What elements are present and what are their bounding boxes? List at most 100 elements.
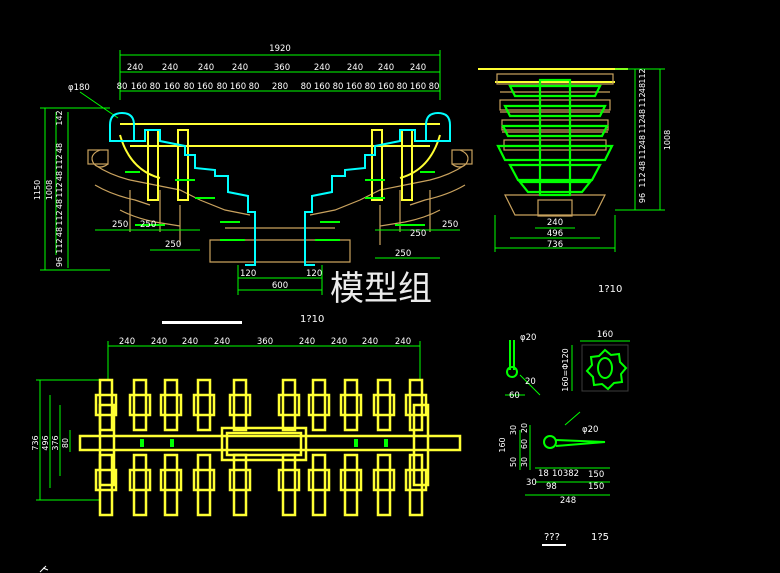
plan-column-cap-7 bbox=[339, 393, 363, 417]
base-dim: 600 bbox=[272, 281, 288, 291]
plan-column-cap-6 bbox=[307, 393, 331, 417]
detail3-dim-20: 20 bbox=[520, 423, 529, 433]
elevation-sub-span-15: 160 bbox=[378, 82, 394, 92]
bottom-dim-250-c: 250 bbox=[165, 240, 181, 250]
plan-top-span-3: 240 bbox=[214, 337, 230, 347]
elevation-top-span-1: 240 bbox=[162, 63, 178, 73]
plan-top-span-7: 240 bbox=[362, 337, 378, 347]
plan-dim-lines bbox=[36, 341, 421, 501]
detail3-dim-60: 60 bbox=[520, 439, 529, 449]
elevation-sub-span-17: 160 bbox=[410, 82, 426, 92]
elevation-sub-span-8: 80 bbox=[249, 82, 260, 92]
detail1-dim-b: 60 bbox=[509, 391, 520, 401]
elevation-top-span-3: 240 bbox=[232, 63, 248, 73]
detail-nail bbox=[543, 435, 606, 449]
plan-column-foot-3 bbox=[192, 468, 216, 492]
detail3-dim-98: 98 bbox=[546, 482, 557, 492]
elevation-top-span-6: 240 bbox=[347, 63, 363, 73]
detail3-dim-50: 50 bbox=[509, 457, 518, 467]
detail3-dim-30b: 30 bbox=[520, 457, 529, 467]
side-right-dim-7: 48 bbox=[638, 161, 647, 171]
elevation-sub-span-0: 80 bbox=[117, 82, 128, 92]
plan-left-dim-2: 376 bbox=[51, 435, 60, 450]
plan-column-foot-8 bbox=[372, 468, 396, 492]
plan-top-span-5: 240 bbox=[299, 337, 315, 347]
side-dim-736: 736 bbox=[547, 240, 563, 250]
plan-column-8-lower bbox=[376, 453, 392, 517]
plan-column-cap-1 bbox=[128, 393, 152, 417]
detail-drawings: φ20 20 60 160 160=Φ120 φ20 160 bbox=[498, 330, 630, 546]
plan-left-dim-0: 736 bbox=[31, 435, 40, 450]
detail3-dim-248: 248 bbox=[560, 496, 576, 506]
plan-column-6-lower bbox=[311, 453, 327, 517]
plan-column-1-lower bbox=[132, 453, 148, 517]
elevation-sub-span-3: 160 bbox=[164, 82, 180, 92]
elevation-title-bar bbox=[162, 321, 242, 324]
plan-column-cap-4 bbox=[228, 393, 252, 417]
plan-column-cap-8 bbox=[372, 393, 396, 417]
elevation-left-dim-2: 112 bbox=[55, 154, 64, 169]
post-dim-right: 120 bbox=[306, 269, 322, 279]
elevation-inner-height: 1008 bbox=[45, 180, 54, 200]
detail2-side-dim: 160=Φ120 bbox=[561, 348, 570, 392]
elevation-sub-span-2: 80 bbox=[150, 82, 161, 92]
elevation-sub-span-18: 80 bbox=[429, 82, 440, 92]
elevation-left-dim-6: 112 bbox=[55, 210, 64, 225]
bottom-dim-250-e: 250 bbox=[410, 229, 426, 239]
bottom-dim-250-a: 250 bbox=[112, 220, 128, 230]
side-green-tiers bbox=[496, 78, 614, 197]
plan-column-foot-5 bbox=[277, 468, 301, 492]
side-right-dim-3: 48 bbox=[638, 109, 647, 119]
detail3-dim-lines bbox=[519, 411, 610, 496]
plan-column-cap-2 bbox=[159, 393, 183, 417]
plan-top-span-1: 240 bbox=[151, 337, 167, 347]
bracket-cyan-outline bbox=[109, 111, 451, 266]
plan-left-dim-3: 80 bbox=[61, 438, 70, 448]
detail3-dim-160: 160 bbox=[498, 437, 507, 452]
side-right-dim-2: 112 bbox=[638, 92, 647, 107]
elevation-left-dim-7: 48 bbox=[55, 227, 64, 237]
side-right-dim-9: 96 bbox=[638, 193, 647, 203]
elevation-sub-span-5: 160 bbox=[197, 82, 213, 92]
elevation-sub-span-10: 80 bbox=[301, 82, 312, 92]
plan-column-3-lower bbox=[196, 453, 212, 517]
detail3-dim-150b: 150 bbox=[588, 482, 604, 492]
plan-left-dim-1: 496 bbox=[41, 435, 50, 450]
elevation-scale: 1?10 bbox=[300, 314, 324, 325]
elevation-top-span-2: 240 bbox=[198, 63, 214, 73]
elevation-left-dim-0: 142 bbox=[55, 110, 64, 125]
plan-column-3-upper bbox=[196, 378, 212, 432]
detail2-top-dim: 160 bbox=[597, 330, 613, 340]
side-right-dim-8: 112 bbox=[638, 172, 647, 187]
elevation-overall-dim: 1920 bbox=[269, 44, 291, 54]
plan-column-foot-4 bbox=[228, 468, 252, 492]
elevation-sub-span-13: 160 bbox=[346, 82, 362, 92]
side-right-dim-0: 112 bbox=[638, 68, 647, 83]
plan-column-foot-1 bbox=[128, 468, 152, 492]
side-right-dim-1: 48 bbox=[638, 83, 647, 93]
plan-column-cap-0 bbox=[94, 393, 118, 417]
plan-column-foot-0 bbox=[94, 468, 118, 492]
bracket-green-members bbox=[125, 171, 435, 241]
watermark-text: 模型组 bbox=[330, 269, 432, 309]
ucs-icon bbox=[39, 565, 49, 573]
elevation-sub-span-14: 80 bbox=[365, 82, 376, 92]
detail-flower-plate bbox=[585, 348, 628, 391]
diameter-leader bbox=[79, 91, 119, 119]
detail1-diameter: φ20 bbox=[520, 333, 536, 343]
plan-column-6-upper bbox=[311, 378, 327, 432]
plan-top-span-4: 360 bbox=[257, 337, 273, 347]
side-right-dim-6: 112 bbox=[638, 144, 647, 159]
post-dim-left: 120 bbox=[240, 269, 256, 279]
elevation-sub-span-12: 80 bbox=[333, 82, 344, 92]
elevation-left-dim-3: 48 bbox=[55, 171, 64, 181]
detail-scale: 1?5 bbox=[591, 532, 609, 543]
elevation-sub-span-11: 160 bbox=[314, 82, 330, 92]
side-dim-240: 240 bbox=[547, 218, 563, 228]
detail-hook-pin bbox=[506, 340, 518, 378]
elevation-top-span-4: 360 bbox=[274, 63, 290, 73]
